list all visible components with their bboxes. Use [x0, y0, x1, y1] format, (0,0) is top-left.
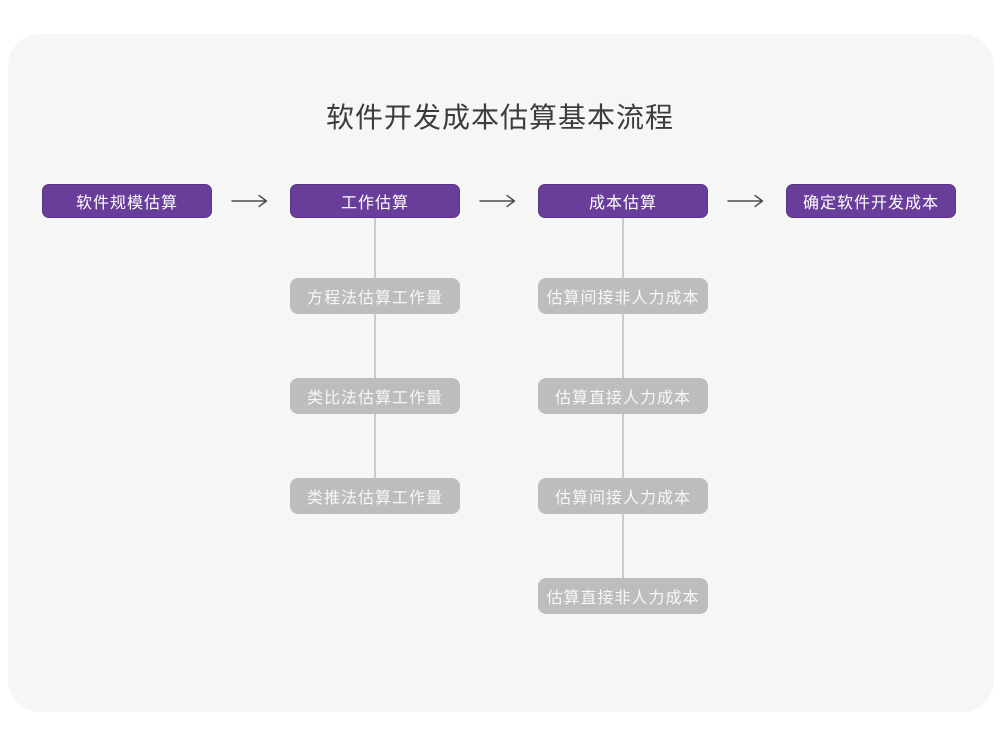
- canvas-card: [8, 34, 994, 712]
- sub-node-indirect-nonlabor-cost[interactable]: 估算间接非人力成本: [538, 278, 708, 314]
- diagram-title: 软件开发成本估算基本流程: [325, 102, 674, 133]
- sub-node-label: 估算直接人力成本: [554, 390, 691, 407]
- flow-node-label: 软件规模估算: [75, 195, 178, 212]
- sub-node-direct-labor-cost[interactable]: 估算直接人力成本: [538, 378, 708, 414]
- flow-node-label: 工作估算: [340, 195, 409, 212]
- flow-node-label: 成本估算: [588, 195, 657, 212]
- arrow-right-icon: [479, 194, 517, 208]
- arrow-right-icon: [231, 194, 269, 208]
- sub-node-indirect-labor-cost[interactable]: 估算间接人力成本: [538, 478, 708, 514]
- sub-node-label: 估算直接非人力成本: [546, 590, 700, 607]
- arrow-right-icon: [727, 194, 765, 208]
- sub-node-label: 估算间接人力成本: [554, 490, 691, 507]
- flow-node-cost-estimation[interactable]: 成本估算: [538, 184, 708, 218]
- sub-node-label: 估算间接非人力成本: [546, 290, 700, 307]
- flow-node-work-estimation[interactable]: 工作估算: [290, 184, 460, 218]
- sub-node-analogy-method[interactable]: 类比法估算工作量: [290, 378, 460, 414]
- flow-node-software-scale-estimation[interactable]: 软件规模估算: [42, 184, 212, 218]
- sub-node-equation-method[interactable]: 方程法估算工作量: [290, 278, 460, 314]
- flow-node-label: 确定软件开发成本: [802, 195, 939, 212]
- connector-line-work-column: [374, 218, 376, 480]
- sub-node-label: 类推法估算工作量: [306, 490, 443, 507]
- sub-node-direct-nonlabor-cost[interactable]: 估算直接非人力成本: [538, 578, 708, 614]
- sub-node-extrapolation-method[interactable]: 类推法估算工作量: [290, 478, 460, 514]
- sub-node-label: 类比法估算工作量: [306, 390, 443, 407]
- sub-node-label: 方程法估算工作量: [306, 290, 443, 307]
- flow-node-determine-development-cost[interactable]: 确定软件开发成本: [786, 184, 956, 218]
